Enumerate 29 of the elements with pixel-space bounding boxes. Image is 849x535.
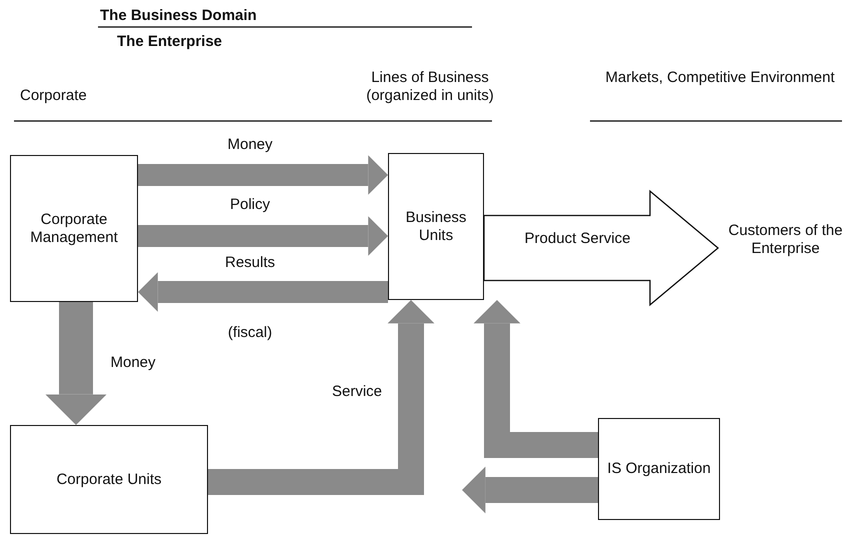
node-text: Customers of the Enterprise bbox=[727, 222, 844, 258]
arrow bbox=[138, 216, 388, 256]
arrow bbox=[462, 466, 598, 514]
section-heading: Lines of Business (organized in units) bbox=[365, 69, 495, 105]
process-box bbox=[10, 425, 208, 534]
block-arrow bbox=[483, 190, 720, 306]
box-text: Corporate Management bbox=[29, 210, 119, 246]
edge-label: Policy bbox=[228, 196, 271, 214]
section-heading: Markets, Competitive Environment bbox=[604, 69, 836, 87]
edge-label: Money bbox=[109, 354, 157, 372]
arrow bbox=[208, 300, 434, 495]
edge-label: Money bbox=[226, 136, 274, 154]
section-heading: Corporate bbox=[20, 87, 87, 105]
edge-label: Results bbox=[224, 254, 276, 272]
process-box bbox=[10, 155, 138, 302]
arrow bbox=[138, 155, 388, 195]
box-text: IS Organization bbox=[606, 460, 712, 478]
edge-label: Product Service bbox=[524, 230, 632, 248]
process-box bbox=[388, 153, 484, 300]
box-text: Business Units bbox=[404, 208, 468, 244]
edge-note: (fiscal) bbox=[226, 324, 274, 342]
arrow bbox=[138, 272, 388, 312]
arrow bbox=[474, 300, 598, 458]
title: The Business Domain bbox=[100, 7, 257, 25]
edge-label: Service bbox=[330, 383, 384, 401]
process-box bbox=[598, 418, 720, 520]
box-text: Corporate Units bbox=[55, 470, 163, 488]
subtitle: The Enterprise bbox=[117, 33, 222, 51]
arrow bbox=[45, 302, 107, 425]
